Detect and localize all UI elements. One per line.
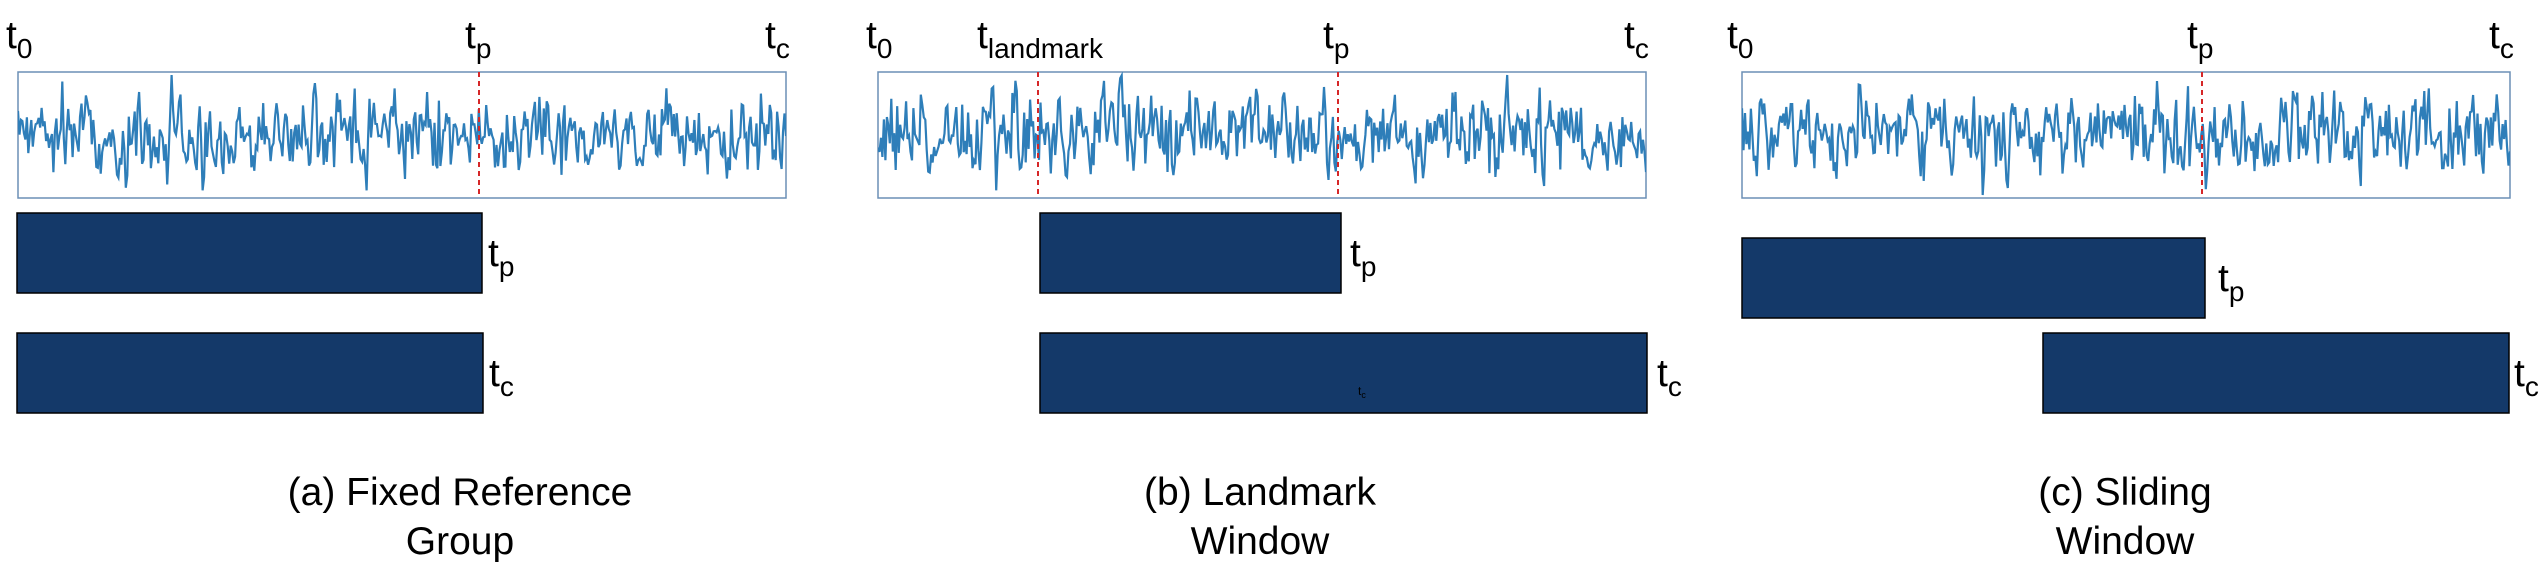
panel-b-current-bar xyxy=(1039,332,1648,414)
panel-b-reference-bar xyxy=(1039,212,1342,294)
panel-a-t0-label: t0 xyxy=(6,14,32,64)
panel-a-caption: (a) Fixed Reference Group xyxy=(160,468,760,566)
panel-a-tc-label: tc xyxy=(765,14,790,64)
panel-c-reference-bar-label: tp xyxy=(2218,257,2244,307)
panel-a-signal-line xyxy=(18,74,786,191)
panel-b-reference-bar-label: tp xyxy=(1350,232,1376,282)
panel-b-caption: (b) Landmark Window xyxy=(960,468,1560,566)
panel-a-reference-bar-label: tp xyxy=(488,232,514,282)
panel-a-fixed-reference: t0 tp tc tp tc xyxy=(6,14,790,414)
panel-b-signal-line xyxy=(878,72,1646,191)
panel-b-current-bar-label: tc xyxy=(1657,352,1682,402)
panel-c-caption: (c) Sliding Window xyxy=(1825,468,2425,566)
panel-c-t0-label: t0 xyxy=(1727,14,1753,64)
panel-a-current-bar-label: tc xyxy=(489,352,514,402)
panel-c-current-bar-label: tc xyxy=(2514,352,2539,402)
panel-b-caption-line1: (b) Landmark xyxy=(1144,471,1376,514)
panel-b-landmark-window: t0 tlandmark tp tc tp tc tc xyxy=(866,14,1682,414)
panel-a-caption-line1: (a) Fixed Reference xyxy=(287,471,633,514)
panel-b-t0-label: t0 xyxy=(866,14,892,64)
panel-a-tp-label: tp xyxy=(465,14,491,64)
panel-c-current-bar xyxy=(2042,332,2510,414)
panel-c-tc-label: tc xyxy=(2489,14,2514,64)
panel-b-tlandmark-label: tlandmark xyxy=(977,14,1104,64)
panel-b-caption-line2: Window xyxy=(1190,520,1330,563)
panel-c-caption-line2: Window xyxy=(2055,520,2195,563)
panel-c-tp-label: tp xyxy=(2187,14,2213,64)
panel-b-tc-label: tc xyxy=(1624,14,1649,64)
panel-b-tp-label: tp xyxy=(1323,14,1349,64)
panel-c-sliding-window: t0 tp tc tp tc xyxy=(1727,14,2539,414)
panel-c-signal-line xyxy=(1742,81,2510,196)
panel-c-reference-bar xyxy=(1741,237,2206,319)
panel-a-reference-bar xyxy=(16,212,483,294)
panel-a-current-bar xyxy=(16,332,484,414)
panel-c-caption-line1: (c) Sliding xyxy=(2038,471,2212,514)
panel-a-caption-line2: Group xyxy=(405,520,515,563)
panel-b-current-bar-inner-label: tc xyxy=(1358,384,1366,400)
